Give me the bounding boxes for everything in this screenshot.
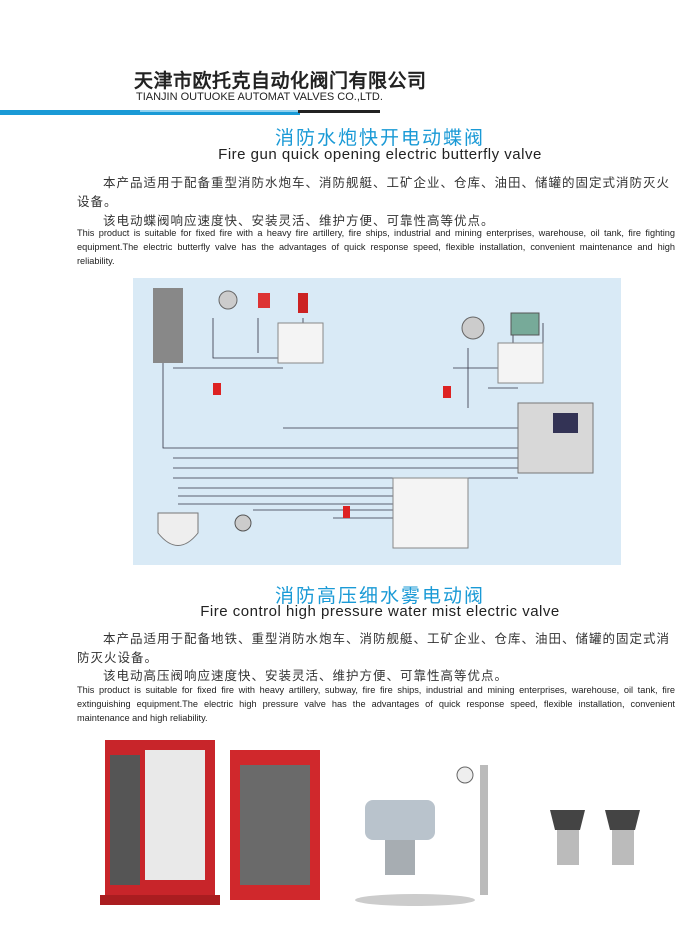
section1-desc-en: This product is suitable for fixed fire … — [77, 228, 675, 266]
section2-features-cn: 该电动高压阀响应速度快、安装灵活、维护方便、可靠性高等优点。 — [103, 669, 509, 683]
high-pressure-valve-image — [456, 765, 488, 895]
product-photos — [85, 735, 685, 910]
section2-title-cn: 消防高压细水雾电动阀 — [274, 586, 485, 607]
fire-monitor-icon — [153, 288, 183, 363]
section1-features-cn: 该电动蝶阀响应速度快、安装灵活、维护方便、可靠性高等优点。 — [103, 214, 495, 228]
section1-desc-cn: 本产品适用于配备重型消防水炮车、消防舰艇、工矿企业、仓库、油田、储罐的固定式消防… — [77, 176, 671, 209]
section2-desc-en: This product is suitable for fixed fire … — [77, 685, 675, 723]
pump-frame-image — [230, 750, 320, 900]
section2-desc-cn: 本产品适用于配备地铁、重型消防水炮车、消防舰艇、工矿企业、仓库、油田、储罐的固定… — [77, 632, 671, 665]
control-cabinet-image — [100, 740, 220, 905]
company-name-en: TIANJIN OUTUOKE AUTOMAT VALVES CO.,LTD. — [136, 91, 383, 103]
section1-title-en: Fire gun quick opening electric butterfl… — [218, 146, 542, 163]
section1-title-cn: 消防水炮快开电动蝶阀 — [274, 128, 485, 149]
system-wiring-diagram — [133, 278, 621, 565]
section2-title-en: Fire control high pressure water mist el… — [200, 603, 560, 620]
nozzle-images — [550, 810, 640, 865]
electric-valve-image — [355, 800, 475, 906]
header-accent-bar — [0, 110, 300, 115]
company-name-cn: 天津市欧托克自动化阀门有限公司 — [134, 71, 427, 92]
header-divider — [298, 110, 380, 113]
header-accent-line — [140, 110, 300, 112]
